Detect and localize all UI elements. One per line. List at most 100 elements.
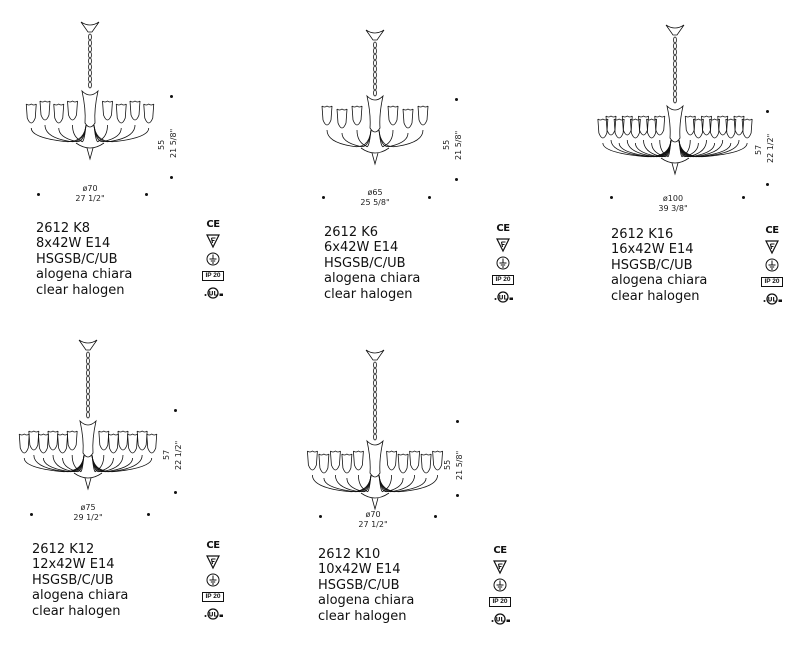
- lamp-spec: 6x42W E14: [324, 240, 399, 256]
- dim-marker-dot: [145, 193, 148, 196]
- dim-marker-dot: [456, 494, 459, 497]
- diameter-cm: ø65: [367, 188, 383, 197]
- earth-ground-icon: [206, 252, 220, 266]
- f-mark-icon: [765, 240, 779, 255]
- product-code: 2612 K10: [318, 547, 381, 562]
- diameter-cm: ø100: [662, 194, 684, 203]
- finish-code: HSGSB/C/UB: [324, 255, 406, 271]
- ce-mark-icon: CE: [206, 219, 220, 230]
- product-code: 2612 K16: [611, 227, 674, 242]
- height-in: 21 5/8": [455, 450, 464, 480]
- product-code: 2612 K12: [32, 542, 95, 557]
- finish-code: HSGSB/C/UB: [36, 251, 118, 267]
- dim-marker-dot: [37, 193, 40, 196]
- dim-marker-dot: [170, 176, 173, 179]
- lamp-spec: 16x42W E14: [611, 242, 694, 258]
- ul-listed-icon: UL: [763, 293, 782, 305]
- f-mark-icon: [496, 238, 510, 253]
- lamp-spec: 10x42W E14: [318, 562, 401, 578]
- diameter-in: 39 3/8": [658, 204, 688, 213]
- ul-listed-icon: UL: [494, 291, 513, 303]
- diameter-in: 25 5/8": [360, 198, 390, 207]
- height-dimension: 55: [443, 460, 453, 470]
- f-mark-icon: [206, 555, 220, 570]
- dim-marker-dot: [30, 513, 33, 516]
- diameter-in: 29 1/2": [73, 513, 103, 522]
- earth-ground-icon: [206, 573, 220, 587]
- earth-ground-icon: [765, 258, 779, 272]
- height-dimension-inches: 21 5/8": [454, 131, 464, 160]
- product-spec: 2612 K10 10x42W E14 HSGSB/C/UB alogena c…: [318, 547, 414, 624]
- height-in: 22 1/2": [766, 133, 775, 163]
- dim-marker-dot: [455, 178, 458, 181]
- svg-text:UL: UL: [209, 291, 218, 298]
- product-spec: 2612 K12 12x42W E14 HSGSB/C/UB alogena c…: [32, 542, 128, 619]
- lamp-spec: 12x42W E14: [32, 557, 115, 573]
- height-dimension-inches: 21 5/8": [169, 129, 179, 158]
- dim-marker-dot: [742, 196, 745, 199]
- diameter-in: 27 1/2": [75, 194, 105, 203]
- product-2612-k6: 55 21 5/8" ø65 25 5/8" 2612 K6 6x42W E14…: [270, 0, 530, 330]
- dim-marker-dot: [456, 420, 459, 423]
- ul-listed-icon: UL: [491, 613, 510, 625]
- product-2612-k16: 57 22 1/2" ø100 39 3/8" 2612 K16 16x42W …: [560, 0, 809, 320]
- ce-mark-icon: CE: [496, 223, 510, 234]
- ip20-icon: IP 20: [492, 275, 514, 285]
- chandelier-drawing-k6: [321, 29, 429, 166]
- dim-marker-dot: [170, 95, 173, 98]
- earth-ground-icon: [493, 578, 507, 592]
- dim-marker-dot: [428, 196, 431, 199]
- finish-code: HSGSB/C/UB: [32, 572, 114, 588]
- glass-italian: alogena chiara: [611, 273, 708, 289]
- height-dimension-inches: 22 1/2": [766, 134, 776, 163]
- chandelier-drawing-k8: [25, 21, 155, 161]
- diameter-cm: ø70: [82, 184, 98, 193]
- svg-text:UL: UL: [499, 295, 508, 302]
- chandelier-drawing-k10: [307, 349, 443, 511]
- height-dimension-inches: 22 1/2": [174, 441, 184, 470]
- height-in: 21 5/8": [169, 128, 178, 158]
- dim-marker-dot: [610, 196, 613, 199]
- glass-italian: alogena chiara: [36, 267, 133, 283]
- height-dimension-inches: 21 5/8": [455, 451, 465, 480]
- finish-code: HSGSB/C/UB: [318, 577, 400, 593]
- height-cm: 55: [157, 139, 166, 150]
- product-spec: 2612 K8 8x42W E14 HSGSB/C/UB alogena chi…: [36, 221, 132, 298]
- ul-listed-icon: UL: [204, 608, 223, 620]
- ul-listed-icon: UL: [204, 287, 223, 299]
- glass-english: clear halogen: [324, 286, 413, 302]
- ip20-icon: IP 20: [489, 597, 511, 607]
- product-spec: 2612 K16 16x42W E14 HSGSB/C/UB alogena c…: [611, 227, 707, 304]
- ce-mark-icon: CE: [493, 545, 507, 556]
- chandelier-drawing-k12: [18, 339, 158, 491]
- diameter-cm: ø75: [80, 503, 96, 512]
- diameter-cm: ø70: [365, 510, 381, 519]
- diameter-in: 27 1/2": [358, 520, 388, 529]
- glass-english: clear halogen: [36, 282, 125, 298]
- height-dimension: 55: [442, 140, 452, 150]
- ip20-icon: IP 20: [202, 592, 224, 602]
- diameter-dimension: ø70 27 1/2": [60, 184, 120, 204]
- dim-marker-dot: [319, 515, 322, 518]
- height-in: 21 5/8": [454, 130, 463, 160]
- glass-italian: alogena chiara: [324, 271, 421, 287]
- f-mark-icon: [493, 560, 507, 575]
- svg-text:UL: UL: [496, 617, 505, 624]
- height-dimension: 55: [157, 140, 167, 150]
- dim-marker-dot: [174, 491, 177, 494]
- height-dimension: 57: [162, 450, 172, 460]
- product-2612-k10: 55 21 5/8" ø70 27 1/2" 2612 K10 10x42W E…: [270, 330, 530, 650]
- product-code: 2612 K8: [36, 221, 91, 236]
- product-2612-k8: 55 21 5/8" ø70 27 1/2" 2612 K8 8x42W E14…: [0, 0, 260, 320]
- height-cm: 55: [443, 459, 452, 470]
- finish-code: HSGSB/C/UB: [611, 257, 693, 273]
- svg-text:UL: UL: [768, 297, 777, 304]
- chandelier-drawing-k16: [597, 24, 753, 176]
- height-cm: 55: [442, 139, 451, 150]
- height-in: 22 1/2": [174, 440, 183, 470]
- glass-english: clear halogen: [318, 608, 407, 624]
- product-2612-k12: 57 22 1/2" ø75 29 1/2" 2612 K12 12x42W E…: [0, 330, 260, 650]
- diameter-dimension: ø75 29 1/2": [58, 503, 118, 523]
